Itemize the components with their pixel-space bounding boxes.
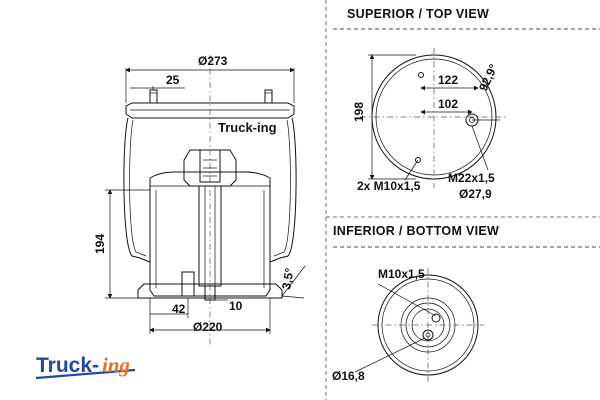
dim-height: 194: [93, 234, 107, 254]
top-dim-port: M22x1,5: [448, 171, 495, 185]
brand-part1: Truck-: [36, 354, 99, 377]
dim-stud-offset: 25: [166, 73, 180, 87]
bottom-dim-bolt: M10x1,5: [378, 267, 425, 281]
brand-part2: ing: [102, 353, 130, 377]
dim-angle: 3,5°: [279, 267, 297, 291]
dim-bolt-width: 10: [229, 299, 243, 313]
side-view: Truck-ing Ø273 25 194 3,5° 42 10 Ø220: [93, 54, 306, 345]
top-dim-angle: 92,9°: [476, 62, 501, 94]
bottom-view: INFERIOR / BOTTOM VIEW M10x1,5 Ø16,8: [332, 224, 600, 383]
bottom-view-header: INFERIOR / BOTTOM VIEW: [333, 224, 499, 238]
panel-separators: [325, 0, 600, 400]
dim-top-diameter: Ø273: [198, 54, 228, 68]
dim-piston-offset: 42: [172, 302, 186, 316]
dim-base-diameter: Ø220: [193, 320, 223, 334]
bottom-dim-hole: Ø16,8: [332, 369, 365, 383]
top-dim-diameter: 198: [352, 102, 366, 122]
side-view-logo: Truck-ing: [218, 120, 277, 135]
top-dim-dist-a: 122: [438, 73, 458, 87]
top-view-header: SUPERIOR / TOP VIEW: [347, 7, 489, 21]
top-dim-port-diameter: Ø27,9: [459, 187, 492, 201]
brand-logo: Truck- ing: [35, 353, 136, 380]
top-dim-dist-b: 102: [438, 97, 458, 111]
top-dim-studs: 2x M10x1,5: [357, 179, 421, 193]
top-view: SUPERIOR / TOP VIEW 198 122 102 92,9° 2x…: [333, 7, 600, 201]
